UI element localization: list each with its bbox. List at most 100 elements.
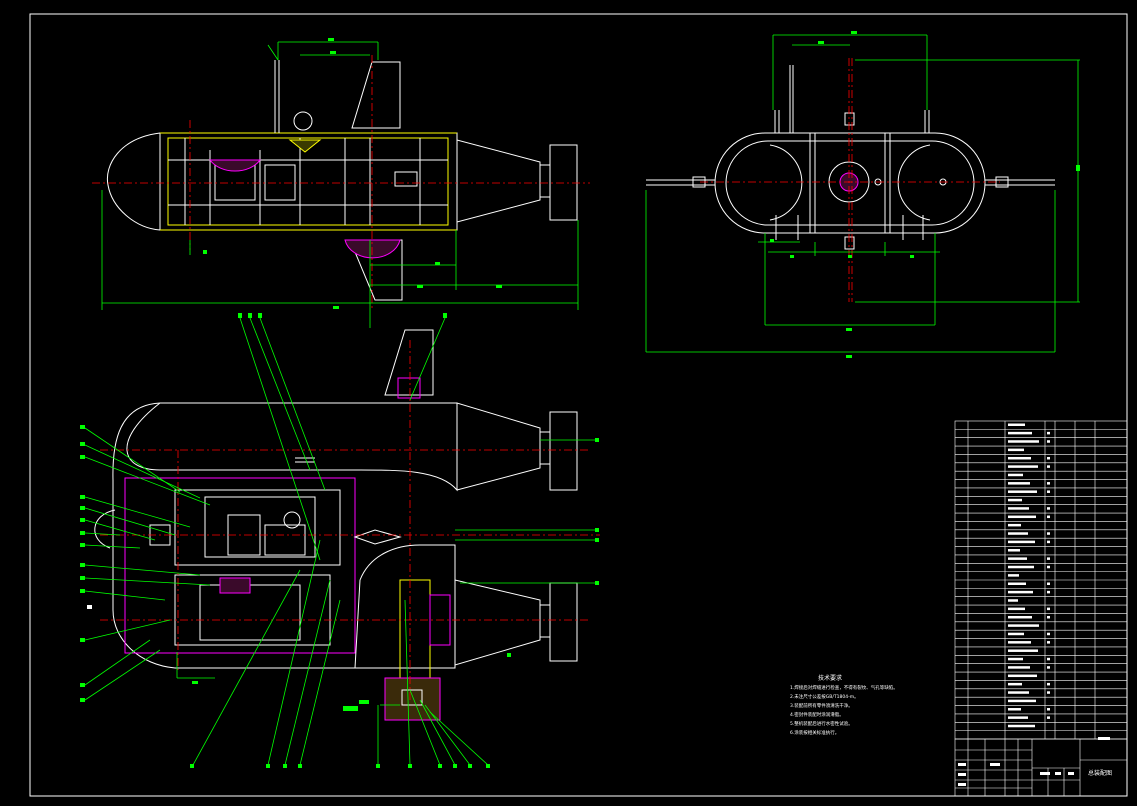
parts-list-cell-mark [1008,465,1038,468]
parts-list-cell-mark [1008,624,1039,627]
tech-requirement-line: 3.装配前所有零件须清洗干净。 [790,702,853,709]
section-view-rudder-housing [354,544,456,669]
parts-list-cell-mark [1008,674,1037,678]
parts-list-cell-mark [1008,507,1029,510]
parts-list-qty-mark [1047,456,1050,460]
side-view-nose [106,132,161,231]
tech-requirements-heading: 技术要求 [818,674,842,682]
section-view-leader-tags [80,313,599,768]
parts-list-rows [955,429,1127,731]
parts-list-cell-mark [1008,440,1039,443]
parts-list-cell-mark [1008,615,1032,619]
parts-list-cell-marks [1008,423,1050,728]
parts-list-qty-mark [1047,666,1050,669]
parts-list-cell-mark [1008,540,1035,544]
title-block [954,738,1128,797]
parts-list-qty-mark [1047,482,1050,485]
parts-list-cell-mark [1008,666,1030,669]
parts-list-qty-mark [1047,507,1050,510]
side-view-inner-frame [167,137,449,226]
parts-list-cell-mark [1008,448,1024,452]
parts-list-cell-mark [1008,724,1035,728]
tech-requirement-line: 1.焊接后对焊缝进行检查，不得有裂纹、气孔等缺陷。 [790,684,898,691]
parts-list-cell-mark [1008,708,1021,711]
parts-list-qty-mark [1047,641,1050,644]
parts-list [954,420,1128,740]
parts-list-cell-mark [1008,557,1027,560]
parts-list-cell-mark [1008,590,1033,594]
parts-list-qty-mark [1047,657,1050,661]
section-view-leaders [84,317,595,766]
parts-list-cell-mark [1008,431,1032,435]
parts-list-cell-mark [1008,532,1028,535]
tech-requirement-line: 5.整机装配后进行水密性试验。 [790,720,853,727]
parts-list-cell-mark [1008,632,1024,636]
parts-list-cell-mark [1008,549,1020,552]
parts-list-qty-mark [1047,716,1050,719]
section-view-outer-shell [112,402,360,669]
parts-list-cell-mark [1008,482,1030,485]
parts-list-qty-mark [1047,682,1050,686]
parts-list-cell-mark [1008,490,1037,493]
section-view-top-fin [384,329,434,396]
parts-list-cell-mark [1008,649,1038,652]
parts-list-qty-mark [1047,708,1050,711]
section-view-tail-cone-lower [454,579,541,666]
parts-list-qty-mark [1047,431,1050,435]
parts-list-cell-mark [1008,657,1023,661]
tech-requirement-line: 4.密封件装配时涂润滑脂。 [790,711,844,718]
parts-list-cell-mark [1008,691,1029,694]
section-view [94,329,578,721]
section-view-tail-cone-upper [456,402,541,491]
parts-list-qty-mark [1047,691,1050,694]
parts-list-cell-mark [1008,699,1036,703]
parts-list-qty-mark [1047,515,1050,519]
parts-list-qty-mark [1047,465,1050,468]
plan-view [646,65,1055,250]
plan-view-dim-text-marks [770,31,1080,358]
side-view-propeller-duct [549,144,578,221]
side-view [106,60,578,301]
parts-list-qty-mark [1047,590,1050,594]
plan-view-dimensions [645,34,1080,353]
parts-list-cell-mark [1008,641,1031,644]
side-view-dim-text-marks [203,38,502,309]
parts-list-cell-mark [1008,574,1019,577]
title-block-drawing-name: 总装配图 [1088,769,1112,777]
parts-list-qty-mark [1047,557,1050,560]
side-view-dimensions [101,41,579,328]
side-view-tail-cone [456,139,541,223]
parts-list-cell-mark [1008,607,1025,611]
plan-view-centerlines [700,58,1000,302]
tech-requirement-line: 2.未注尺寸公差按GB/T1804-m。 [790,693,859,700]
parts-list-qty-mark [1047,615,1050,619]
parts-list-qty-mark [1047,540,1050,544]
parts-list-qty-mark [1047,582,1050,585]
parts-list-qty-mark [1047,607,1050,611]
tech-requirements: 技术要求 1.焊接后对焊缝进行检查，不得有裂纹、气孔等缺陷。 2.未注尺寸公差按… [790,674,898,736]
parts-list-cell-mark [1008,565,1034,569]
section-view-propeller-lower [549,582,578,662]
parts-list-cell-mark [1008,515,1036,519]
section-view-propeller-upper [549,411,578,491]
parts-list-cell-mark [1008,456,1031,460]
parts-list-cell-mark [1008,473,1023,477]
section-view-upper-hull [126,402,458,492]
title-block-marks [958,737,1110,786]
parts-list-cell-mark [1008,716,1028,719]
parts-list-cell-mark [1008,682,1022,686]
side-view-centerlines [92,55,590,310]
plan-view-inner-hull [725,140,975,226]
parts-list-cell-mark [1008,599,1018,602]
parts-list-cell-mark [1008,523,1021,527]
tech-requirement-line: 6.涂装按相关标准执行。 [790,729,839,736]
parts-list-qty-mark [1047,440,1050,443]
parts-list-cell-mark [1008,498,1022,502]
parts-list-qty-mark [1047,532,1050,535]
parts-list-cell-mark [1008,423,1025,426]
parts-list-qty-mark [1047,490,1050,493]
parts-list-cell-mark [1008,582,1026,585]
parts-list-qty-mark [1047,565,1050,569]
parts-list-qty-mark [1047,632,1050,636]
